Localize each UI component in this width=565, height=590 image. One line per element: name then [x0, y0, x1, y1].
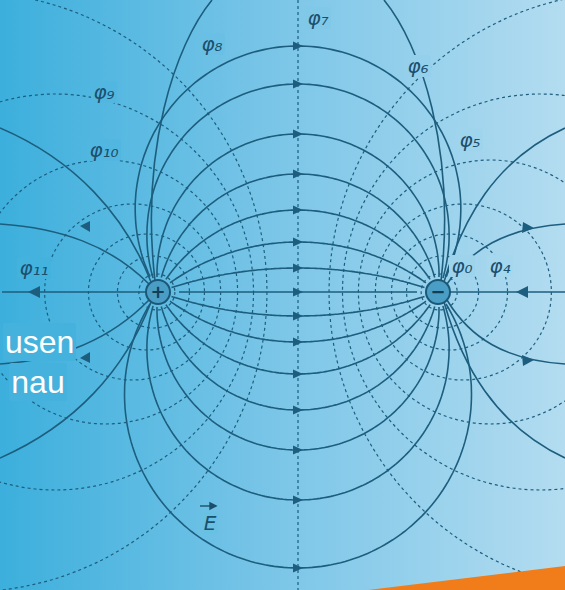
field-line [2, 291, 146, 293]
equipotential-line [0, 0, 267, 590]
arrowhead [293, 496, 303, 505]
arrowhead [293, 42, 303, 51]
vector-arrow-head [210, 503, 216, 509]
field-line [161, 174, 434, 278]
field-line [147, 84, 449, 278]
field-line [172, 268, 425, 288]
arrowhead [293, 446, 303, 455]
field-line [157, 134, 439, 277]
charge-circle: + [145, 279, 171, 305]
field-line [0, 302, 151, 458]
arrowhead [293, 338, 303, 347]
equipotential-line [329, 0, 565, 590]
field-line [166, 210, 430, 279]
potential-label: φ₁₁ [17, 257, 50, 279]
field-line [447, 224, 565, 284]
arrowhead [293, 238, 303, 247]
arrowhead [522, 222, 534, 233]
vector-arrow [200, 503, 216, 509]
field-line [384, 0, 445, 281]
field-line [0, 300, 149, 364]
field-line [125, 304, 472, 568]
field-line [161, 307, 434, 411]
field-line [444, 302, 565, 458]
arrowhead [80, 352, 90, 363]
potential-label: φ₀ [449, 255, 474, 277]
arrowhead [516, 286, 528, 298]
potential-label: φ₁₀ [87, 139, 120, 161]
arrowhead [293, 564, 303, 573]
potential-label: φ₉ [91, 81, 116, 103]
heading-fragment: usen [3, 323, 76, 361]
arrowhead [293, 80, 303, 89]
field-line [172, 297, 425, 317]
field-line [447, 300, 565, 364]
charge-sign: + [150, 283, 165, 301]
field-line [166, 305, 430, 374]
charge-circle: − [425, 279, 451, 305]
arrowhead [293, 170, 303, 179]
potential-label: φ₇ [305, 7, 330, 29]
arrowhead [293, 312, 303, 321]
arrowhead [28, 286, 40, 298]
potential-label: φ₆ [405, 55, 430, 77]
field-line [170, 242, 426, 283]
orange-stripe [368, 566, 565, 590]
field-line [444, 128, 565, 282]
arrowhead [293, 130, 303, 139]
arrowhead [293, 406, 303, 415]
potential-label: E [202, 512, 219, 534]
potential-label: φ₄ [487, 255, 512, 277]
arrowhead [80, 221, 90, 232]
field-line [170, 301, 426, 342]
field-line [135, 46, 461, 277]
field-arrows [28, 221, 534, 366]
arrowhead [522, 355, 534, 366]
arrowhead [293, 370, 303, 379]
arrowhead [293, 288, 303, 297]
field-line [147, 306, 449, 500]
arrowhead [293, 264, 303, 273]
potential-label: φ₅ [457, 129, 482, 151]
arrowhead [293, 206, 303, 215]
charge-sign: − [430, 283, 445, 301]
outer-field-lines [0, 0, 565, 458]
field-line [450, 291, 565, 293]
field-line [157, 307, 439, 450]
heading-fragment: nau [9, 363, 66, 401]
potential-label: φ₈ [199, 33, 224, 55]
field-line [0, 128, 151, 282]
